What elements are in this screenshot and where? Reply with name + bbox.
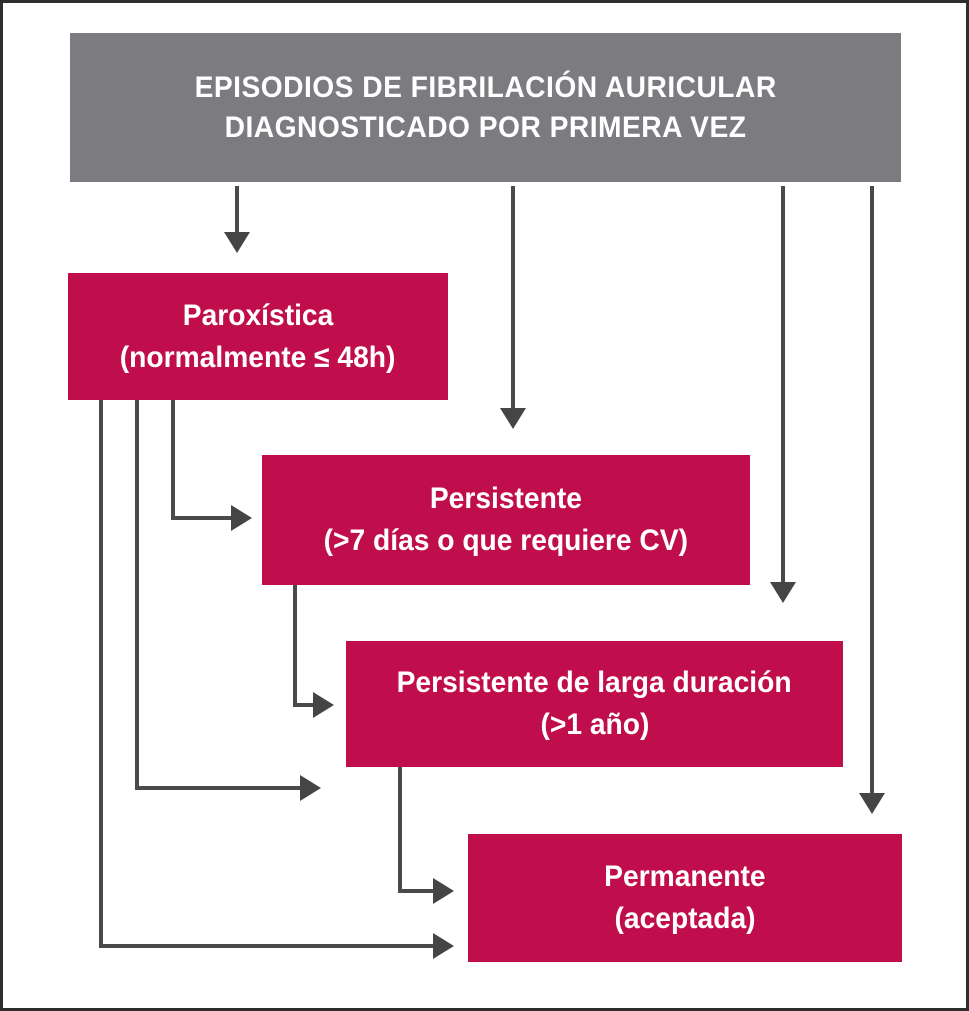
- node-paroxistica-subtitle: (normalmente ≤ 48h): [120, 340, 396, 374]
- node-persistente: Persistente (>7 días o que requiere CV): [262, 455, 750, 585]
- node-persistente-larga-duracion: Persistente de larga duración (>1 año): [346, 641, 843, 767]
- arrow-paroxistica-to-permanente: [99, 400, 454, 959]
- arrow-persistente-to-persistente-larga: [293, 585, 334, 718]
- arrow-paroxistica-to-persistente-larga: [135, 400, 321, 801]
- node-paroxistica: Paroxística (normalmente ≤ 48h): [68, 273, 448, 400]
- node-permanente-title: Permanente: [604, 860, 766, 893]
- header-box-first-diagnosed: EPISODIOS DE FIBRILACIÓN AURICULAR DIAGN…: [70, 33, 901, 182]
- node-permanente-subtitle: (aceptada): [614, 902, 756, 935]
- node-persistente-larga-subtitle: (>1 año): [540, 708, 649, 741]
- node-persistente-title: Persistente: [429, 482, 583, 515]
- arrow-persistente-larga-to-permanente: [398, 767, 454, 904]
- node-paroxistica-title: Paroxística: [182, 298, 334, 332]
- arrow-paroxistica-to-persistente: [171, 400, 252, 531]
- node-permanente: Permanente (aceptada): [468, 834, 902, 962]
- header-line-2: DIAGNOSTICADO POR PRIMERA VEZ: [224, 110, 747, 144]
- node-persistente-subtitle: (>7 días o que requiere CV): [323, 524, 689, 557]
- header-line-1: EPISODIOS DE FIBRILACIÓN AURICULAR: [194, 70, 777, 104]
- node-persistente-larga-title: Persistente de larga duración: [397, 666, 792, 699]
